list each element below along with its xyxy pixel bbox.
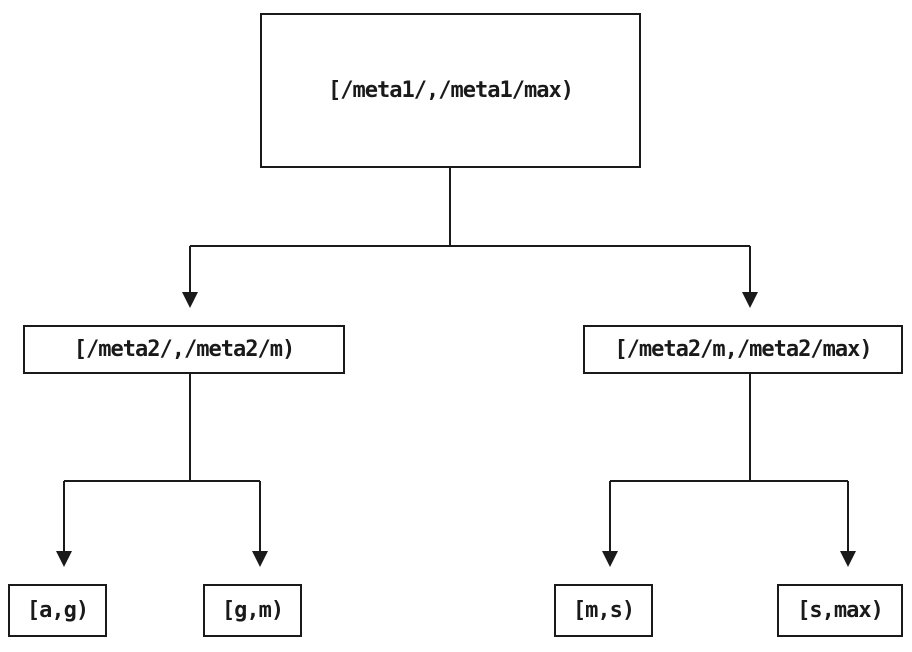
tree-leaf-smax: [s,max)	[777, 584, 903, 637]
edge-rightchild-to-leaves	[602, 374, 856, 567]
edge-root-to-children	[182, 168, 758, 308]
tree-leaf-ag: [a,g)	[8, 584, 107, 637]
arrowhead-leaf-smax	[840, 551, 856, 567]
tree-leaf-gm: [g,m)	[203, 584, 302, 637]
tree-leaf-ms: [m,s)	[554, 584, 653, 637]
tree-node-right-child: [/meta2/m,/meta2/max)	[583, 325, 903, 374]
edge-leftchild-to-leaves	[56, 374, 268, 567]
arrowhead-leaf-ms	[602, 551, 618, 567]
arrowhead-right-child	[742, 292, 758, 308]
arrowhead-leaf-gm	[252, 551, 268, 567]
arrowhead-leaf-ag	[56, 551, 72, 567]
arrowhead-left-child	[182, 292, 198, 308]
tree-node-root: [/meta1/,/meta1/max)	[260, 13, 641, 168]
tree-node-left-child: [/meta2/,/meta2/m)	[23, 325, 345, 374]
